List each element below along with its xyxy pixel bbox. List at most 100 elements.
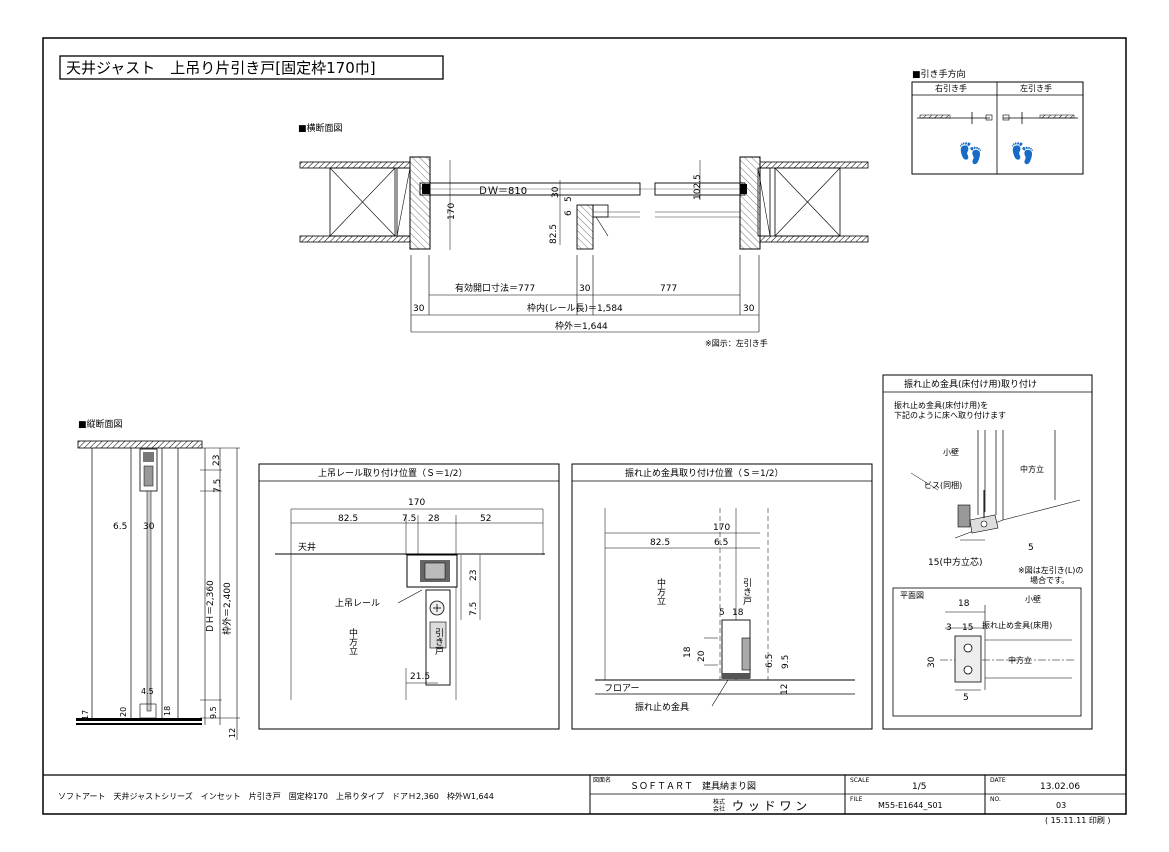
dim-15: 15 (962, 623, 973, 633)
note-1: ※図は左引き(L)の (1018, 565, 1083, 575)
scale-value: 1/5 (912, 782, 926, 792)
dim-18: 18 (683, 646, 693, 658)
center-post-label: 中方立 (1020, 464, 1044, 474)
dim-6-5: 6.5 (714, 538, 728, 548)
dim-dw: ＤＷ＝810 (478, 186, 527, 197)
drawing-title: 天井ジャスト 上吊り片引き戸[固定枠170巾] (66, 59, 376, 77)
product-description: ソフトアート 天井ジャストシリーズ インセット 片引き戸 固定枠170 上吊りタ… (58, 791, 494, 801)
dim-15-center: 15(中方立芯) (928, 556, 982, 568)
dim-21-5: 21.5 (410, 672, 430, 682)
dim-170: 170 (447, 203, 457, 220)
date-value: 13.02.06 (1040, 782, 1080, 792)
dim-23: 23 (469, 570, 479, 581)
drawing-name: ＳＯＦＴＡＲＴ 建具納まり図 (630, 780, 756, 792)
plan-center-label: 中方立 (1008, 655, 1032, 665)
dim-170: 170 (713, 523, 730, 533)
dim-170: 170 (408, 498, 425, 508)
company-name: ウ ッ ド ワ ン (732, 799, 807, 813)
plan-bracket-label: 振れ止め金具(床用) (982, 620, 1052, 630)
file-value: M55-E1644_S01 (878, 801, 943, 810)
file-label: FILE (850, 796, 863, 803)
right-handle-label: 右引き手 (935, 83, 967, 93)
dim-5: 5 (1028, 543, 1034, 553)
dim-left-30: 30 (413, 304, 425, 314)
scale-label: SCALE (850, 777, 869, 784)
dim-7-5: 7.5 (213, 479, 223, 493)
stopper-panel-title: 振れ止め金具取り付け位置（Ｓ＝1/2） (625, 467, 784, 479)
dim-inner-rail-length: 枠内(レール長)＝1,584 (527, 302, 623, 314)
dim-30: 30 (143, 522, 155, 532)
install-desc-2: 下記のように床へ取り付けます (894, 410, 1006, 420)
plan-wall-label: 小壁 (1025, 594, 1041, 604)
stopper-install-panel: 振れ止め金具(床付け用)取り付け 振れ止め金具(床付け用)を 下記のように床へ取… (882, 374, 1093, 730)
rail-panel-title: 上吊レール取り付け位置（Ｓ＝1/2） (318, 467, 468, 479)
number-label: NO. (990, 796, 1001, 803)
dim-5: 5 (719, 608, 725, 618)
center-post-label: 中方立 (655, 577, 666, 605)
install-panel-title: 振れ止め金具(床付け用)取り付け (904, 378, 1037, 390)
dim-3: 3 (946, 623, 952, 633)
dim-4-5: 4.5 (141, 687, 154, 696)
dim-6-5: 6.5 (765, 654, 775, 668)
left-handle-label: 左引き手 (1020, 83, 1052, 93)
title-box (59, 55, 444, 80)
vertical-section-label: ■縦断面図 (78, 418, 123, 430)
floor-label: フロアー (604, 684, 639, 694)
dim-12: 12 (228, 728, 237, 738)
door-label: 引き戸 (741, 578, 752, 606)
dim-30: 30 (551, 186, 561, 198)
date-label: DATE (990, 777, 1006, 784)
rail-mounting-panel: 上吊レール取り付け位置（Ｓ＝1/2） 170 82.5 7.5 28 52 天井… (258, 463, 560, 730)
footprint-icon: 👣 (1010, 141, 1035, 165)
dim-20: 20 (119, 707, 128, 717)
dim-7-5: 7.5 (402, 514, 416, 524)
dim-17: 17 (81, 710, 90, 720)
title-block: ソフトアート 天井ジャストシリーズ インセット 片引き戸 固定枠170 上吊りタ… (43, 774, 1126, 825)
dim-52: 52 (480, 514, 491, 524)
dim-5: 5 (963, 693, 969, 703)
dim-777: 777 (660, 284, 677, 294)
dim-12: 12 (780, 684, 790, 695)
illustration-note: ※図示：左引き手 (705, 338, 768, 348)
door-label: 引き戸 (433, 628, 444, 656)
wall-label: 小壁 (943, 447, 959, 457)
handle-direction: ■引き手方向 右引き手 左引き手 👣 👣 (911, 68, 1084, 175)
dim-23: 23 (212, 455, 222, 466)
cross-section-label: ■横断面図 (298, 122, 343, 134)
dim-9-5: 9.5 (781, 655, 791, 669)
dim-30: 30 (927, 656, 937, 668)
screw-label: ビス(同梱) (924, 480, 962, 490)
printed-date: ( 15.11.11 印刷 ) (1045, 816, 1111, 825)
dim-18: 18 (163, 706, 172, 716)
stopper-mounting-panel: 振れ止め金具取り付け位置（Ｓ＝1/2） 170 82.5 6.5 中方立 引き戸… (571, 463, 873, 730)
sheet-border (42, 37, 1127, 815)
dim-82-5: 82.5 (338, 514, 358, 524)
dim-6: 6 (564, 210, 574, 216)
company-label-1: 株式 (713, 798, 725, 806)
ceiling-label: 天井 (298, 541, 316, 553)
handle-direction-label: ■引き手方向 (912, 68, 966, 80)
dim-7-5: 7.5 (469, 602, 479, 616)
dim-20: 20 (697, 650, 707, 662)
cross-section: ■横断面図 ＤＷ＝810 (298, 122, 869, 348)
dim-102-5: 102.5 (693, 174, 703, 200)
drawing-name-label: 図面名 (593, 776, 611, 784)
dim-effective-opening: 有効開口寸法＝777 (455, 282, 535, 294)
company-label-2: 会社 (713, 805, 725, 813)
vertical-section: ■縦断面図 6.5 30 23 7.5 ＤＨ＝2,360 枠外＝2,400 4.… (76, 418, 240, 740)
dim-outer-width: 枠外＝1,644 (555, 320, 608, 332)
dim-outer-height: 枠外＝2,400 (221, 582, 233, 635)
install-desc-1: 振れ止め金具(床付け用)を (894, 400, 988, 410)
plan-label: 平面図 (900, 591, 924, 600)
note-2: 場合です。 (1030, 575, 1069, 585)
bracket-label: 振れ止め金具 (635, 701, 689, 713)
dim-18: 18 (958, 599, 970, 609)
dim-5: 5 (564, 196, 574, 202)
dim-9-5: 9.5 (209, 706, 218, 719)
number-value: 03 (1056, 801, 1066, 810)
dim-82-5: 82.5 (549, 224, 559, 244)
dim-center-30: 30 (579, 284, 591, 294)
center-post-label: 中方立 (347, 627, 358, 655)
dim-82-5: 82.5 (650, 538, 670, 548)
